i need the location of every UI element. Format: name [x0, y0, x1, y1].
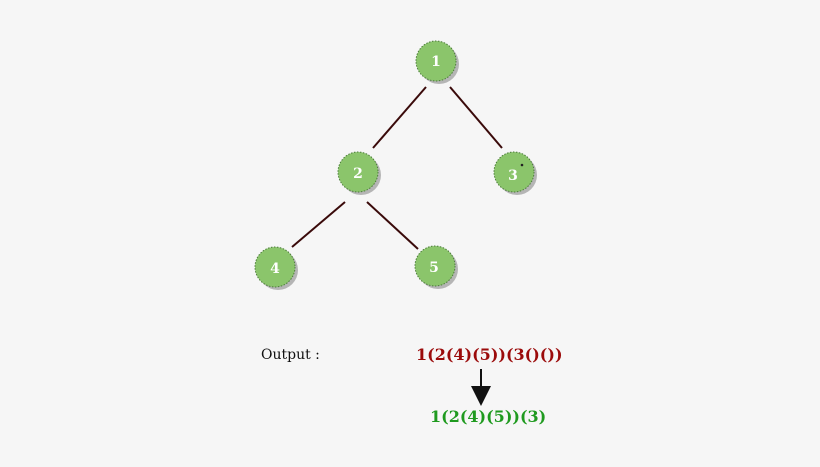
- node-label-5: 5: [429, 260, 439, 276]
- node-label-2: 2: [353, 166, 363, 182]
- edge-1-3: [449, 86, 503, 149]
- output-label: Output :: [261, 347, 320, 363]
- edge-2-5: [366, 201, 419, 250]
- edge-2-4: [291, 201, 346, 248]
- tree-node-5: 5: [414, 245, 458, 289]
- node-label-1: 1: [431, 54, 441, 70]
- simplified-output-string: 1(2(4)(5))(3): [430, 407, 547, 426]
- tree-node-4: 4: [254, 246, 298, 290]
- node-3-dot: [520, 163, 524, 167]
- node-label-3: 3: [508, 168, 518, 184]
- node-label-4: 4: [270, 261, 280, 277]
- full-output-string: 1(2(4)(5))(3()()): [416, 345, 563, 364]
- tree-node-1: 1: [415, 40, 459, 84]
- tree-node-3: 3: [493, 151, 537, 195]
- tree-node-2: 2: [337, 151, 381, 195]
- edge-1-2: [372, 86, 427, 149]
